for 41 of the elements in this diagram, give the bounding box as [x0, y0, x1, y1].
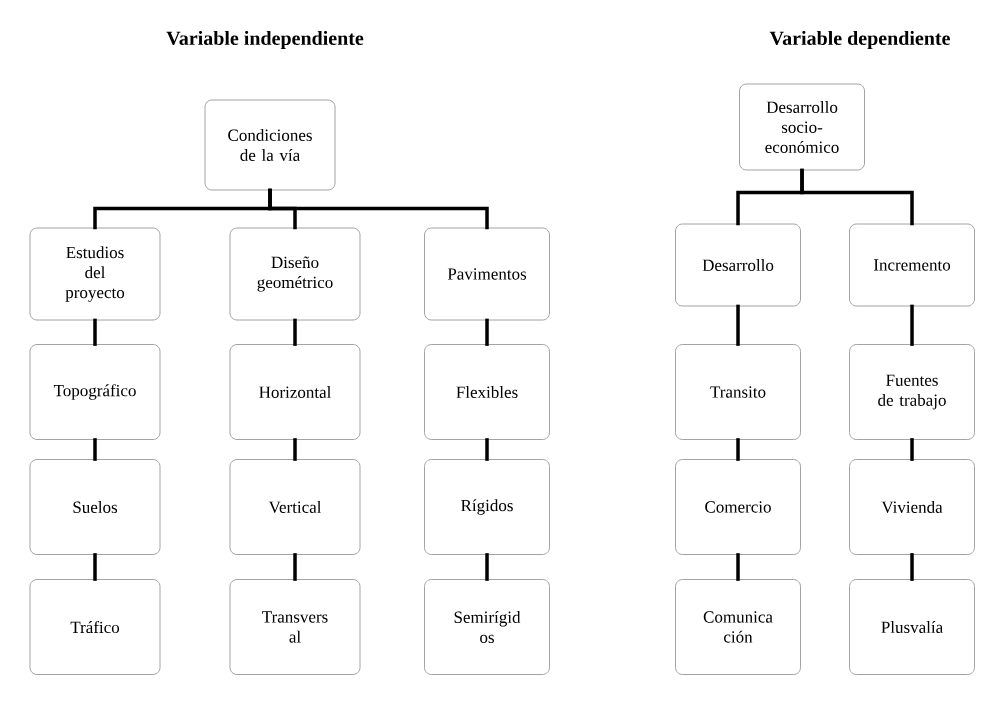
text-box: Transvers al	[229, 579, 361, 675]
connector-line	[910, 553, 914, 581]
text-box: Rígidos	[424, 459, 550, 555]
text-box: Topográfico	[29, 344, 161, 440]
text-box: Vivienda	[849, 459, 975, 555]
column-heading: Variable independiente	[166, 30, 364, 50]
text-box: Horizontal	[229, 344, 361, 440]
text-box: Desarrollo	[675, 223, 801, 307]
text-box: Semirígid os	[424, 579, 550, 675]
column-heading: Variable dependiente	[769, 30, 950, 50]
text-box: Flexibles	[424, 344, 550, 440]
connector-line	[293, 438, 297, 461]
text-box: Comunica ción	[675, 579, 801, 675]
connector-line	[485, 438, 489, 461]
text-box: Vertical	[229, 459, 361, 555]
connector-line	[93, 318, 97, 346]
connector-line	[736, 304, 740, 346]
text-box: Pavimentos	[424, 227, 550, 321]
connector-line	[293, 553, 297, 581]
connector-line	[910, 438, 914, 461]
connector-line	[485, 553, 489, 581]
connector-line	[910, 304, 914, 346]
text-box: Condiciones de la vía	[204, 99, 336, 191]
connector-line	[93, 438, 97, 461]
text-box: Transito	[675, 344, 801, 440]
connector-line	[93, 553, 97, 581]
connector-line	[800, 168, 914, 226]
connector-line	[268, 188, 489, 230]
connector-line	[293, 318, 297, 346]
connector-line	[736, 553, 740, 581]
text-box: Comercio	[675, 459, 801, 555]
connector-line	[485, 318, 489, 346]
text-box: Incremento	[849, 223, 975, 307]
text-box: Desarrollo socio- económico	[739, 83, 865, 171]
text-box: Diseño geométrico	[229, 227, 361, 321]
text-box: Fuentes de trabajo	[849, 344, 975, 440]
text-box: Plusvalía	[849, 579, 975, 675]
text-box: Suelos	[29, 459, 161, 555]
connector-line	[736, 438, 740, 461]
text-box: Estudios del proyecto	[29, 227, 161, 321]
text-box: Tráfico	[29, 579, 161, 675]
